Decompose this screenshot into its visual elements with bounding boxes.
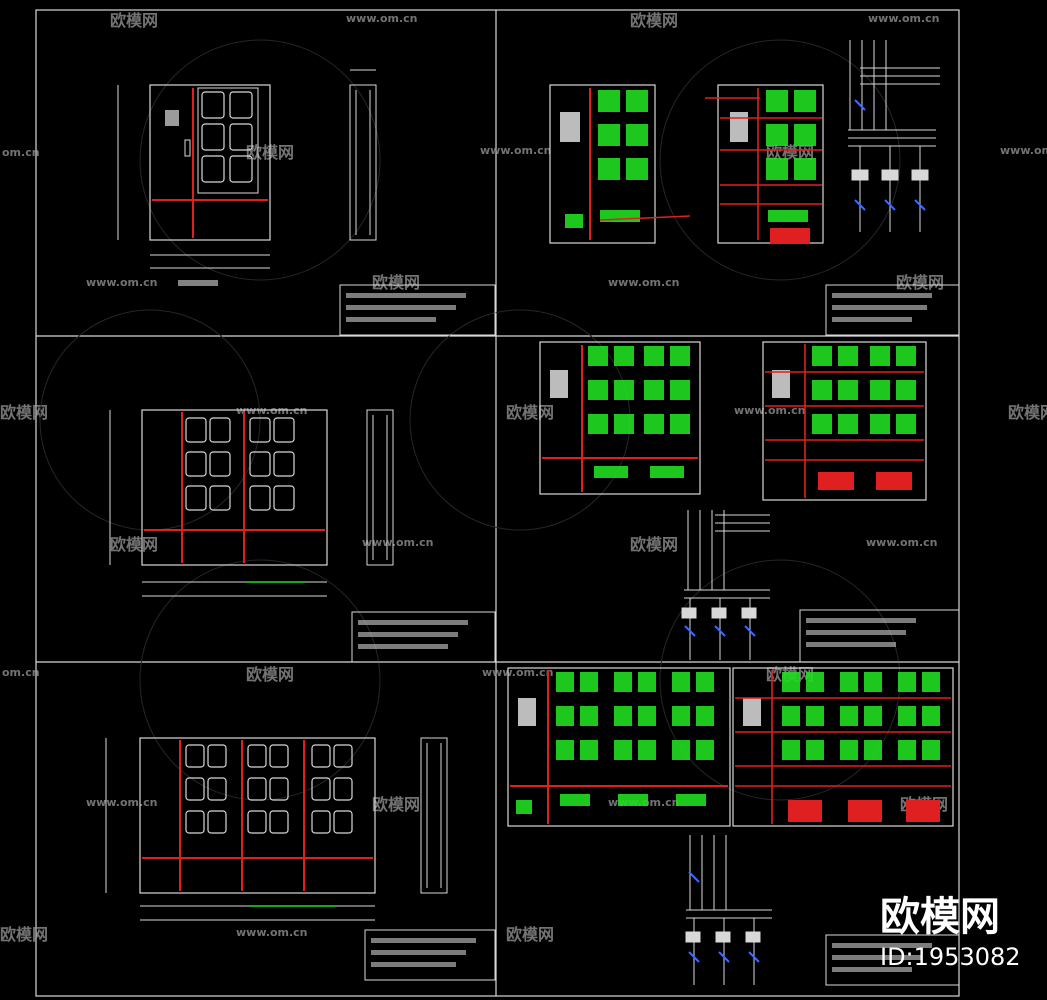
watermark-circles — [39, 39, 901, 801]
wiring-12-meter-layout-a — [539, 341, 701, 495]
single-line-diagram-2 — [681, 510, 770, 660]
wm-site-13: www.om.cn — [482, 666, 554, 679]
side-view-6-meter — [349, 69, 377, 241]
wm-site-11: www.om.cn — [866, 536, 938, 549]
elevation-18-meter-box — [105, 737, 376, 921]
note-block-3 — [364, 929, 496, 981]
wm-site-3: om.cn — [2, 146, 40, 159]
wm-site-12: om.cn — [2, 666, 40, 679]
wm-brand-9: 欧模网 — [1008, 403, 1047, 422]
single-line-diagram-1 — [848, 40, 940, 232]
wm-brand-12: 欧模网 — [246, 665, 294, 684]
note-block-5 — [799, 609, 960, 663]
wiring-12-meter-layout-b — [762, 341, 927, 501]
single-line-diagram-3 — [685, 835, 772, 985]
wm-site-5: www.om.cn — [1000, 144, 1047, 157]
wm-brand-2: 欧模网 — [630, 11, 678, 30]
brand-badge-name: 欧模网 — [880, 894, 1000, 940]
note-block-4 — [825, 284, 960, 336]
wiring-6-meter-layout-a — [549, 84, 691, 244]
note-block-1 — [339, 284, 496, 336]
note-block-2 — [351, 611, 496, 663]
wiring-18-meter-layout-a — [507, 667, 731, 827]
wm-brand-4: 欧模网 — [766, 143, 814, 162]
wm-site-2: www.om.cn — [868, 12, 940, 25]
elevation-6-meter-box — [117, 84, 271, 286]
wm-brand-6: 欧模网 — [896, 273, 944, 292]
wm-brand-5: 欧模网 — [372, 273, 420, 292]
wm-brand-11: 欧模网 — [630, 535, 678, 554]
wm-brand-7: 欧模网 — [0, 403, 48, 422]
wm-site-1: www.om.cn — [346, 12, 418, 25]
note-block-6 — [825, 934, 960, 986]
elevation-12-meter-box — [109, 409, 328, 597]
wm-site-7: www.om.cn — [608, 276, 680, 289]
side-view-18-meter — [420, 737, 448, 894]
wm-site-14: www.om.cn — [86, 796, 158, 809]
wiring-6-meter-layout-b — [705, 84, 824, 244]
wm-brand-10: 欧模网 — [110, 535, 158, 554]
wm-site-10: www.om.cn — [362, 536, 434, 549]
wm-brand-14: 欧模网 — [372, 795, 420, 814]
brand-badge-id: ID:1953082 — [880, 943, 1021, 971]
wm-site-4: www.om.cn — [480, 144, 552, 157]
wm-brand-8: 欧模网 — [506, 403, 554, 422]
side-view-12-meter — [366, 409, 394, 566]
wm-brand-1: 欧模网 — [110, 11, 158, 30]
brand-badge: 欧模网 ID:1953082 — [880, 894, 1021, 971]
wm-site-16: www.om.cn — [236, 926, 308, 939]
wm-brand-16: 欧模网 — [0, 925, 48, 944]
wm-brand-17: 欧模网 — [506, 925, 554, 944]
sheet-frames — [35, 9, 960, 997]
wm-site-6: www.om.cn — [86, 276, 158, 289]
wiring-18-meter-layout-b — [732, 667, 954, 827]
wm-site-9: www.om.cn — [734, 404, 806, 417]
